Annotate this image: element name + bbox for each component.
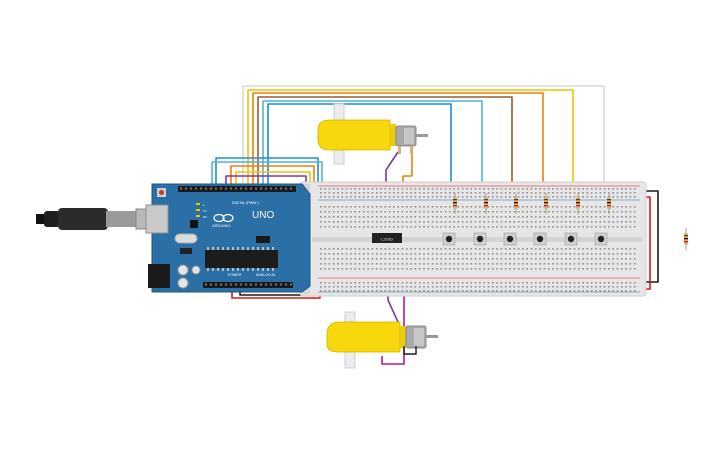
arduino-digital-label: DIGITAL (PWM~)	[232, 201, 259, 205]
push-button-4[interactable]	[533, 232, 547, 246]
atmega-chip	[205, 250, 278, 268]
resistors	[453, 193, 611, 214]
resistor-2[interactable]	[484, 193, 488, 214]
breadboard[interactable]	[299, 181, 647, 297]
wire-cyan[interactable]	[262, 100, 483, 195]
wire-yellow[interactable]	[247, 89, 574, 195]
arduino-logo-icon	[213, 213, 234, 223]
push-button-1[interactable]	[442, 232, 456, 246]
arduino-rx-label: RX	[203, 215, 207, 219]
dc-motor-bottom[interactable]	[326, 311, 438, 369]
arduino-l-label: L	[203, 203, 205, 207]
wire-brown[interactable]	[257, 96, 513, 195]
arduino-model-label: UNO	[252, 210, 274, 221]
breadboard-holes	[320, 188, 636, 292]
motor-driver-chip[interactable]: L293D	[372, 233, 402, 243]
chip-label: L293D	[381, 237, 393, 242]
power-jack[interactable]	[148, 264, 170, 288]
digital-header-pins[interactable]	[178, 186, 296, 192]
arduino-board[interactable]: UNO DIGITAL (PWM~) ARDUINO TX RX L POWER…	[145, 183, 311, 293]
push-button-6[interactable]	[594, 232, 608, 246]
resistor-5[interactable]	[576, 193, 580, 214]
push-button-3[interactable]	[503, 232, 517, 246]
resistor-4[interactable]	[544, 193, 548, 214]
loose-resistor[interactable]	[684, 228, 688, 250]
resistor-6[interactable]	[607, 193, 611, 214]
push-buttons	[442, 232, 608, 246]
wire-magenta-motor-bottom[interactable]	[381, 248, 405, 365]
wire-orange[interactable]	[252, 92, 544, 195]
dc-motor-top[interactable]	[317, 103, 428, 165]
resistor-3[interactable]	[514, 193, 518, 214]
wire-blue[interactable]	[267, 103, 452, 200]
usb-port[interactable]	[145, 204, 169, 234]
arduino-brand-label: ARDUINO	[212, 223, 230, 228]
arduino-tx-label: TX	[203, 209, 207, 213]
push-button-2[interactable]	[473, 232, 487, 246]
power-header-pins[interactable]	[203, 282, 293, 288]
usb-cable[interactable]	[36, 208, 153, 230]
push-button-5[interactable]	[564, 232, 578, 246]
resistor-1[interactable]	[453, 193, 457, 214]
wire-white[interactable]	[242, 85, 605, 195]
arduino-power-label: POWER	[228, 273, 242, 277]
arduino-analog-label: ANALOG IN	[256, 273, 276, 277]
